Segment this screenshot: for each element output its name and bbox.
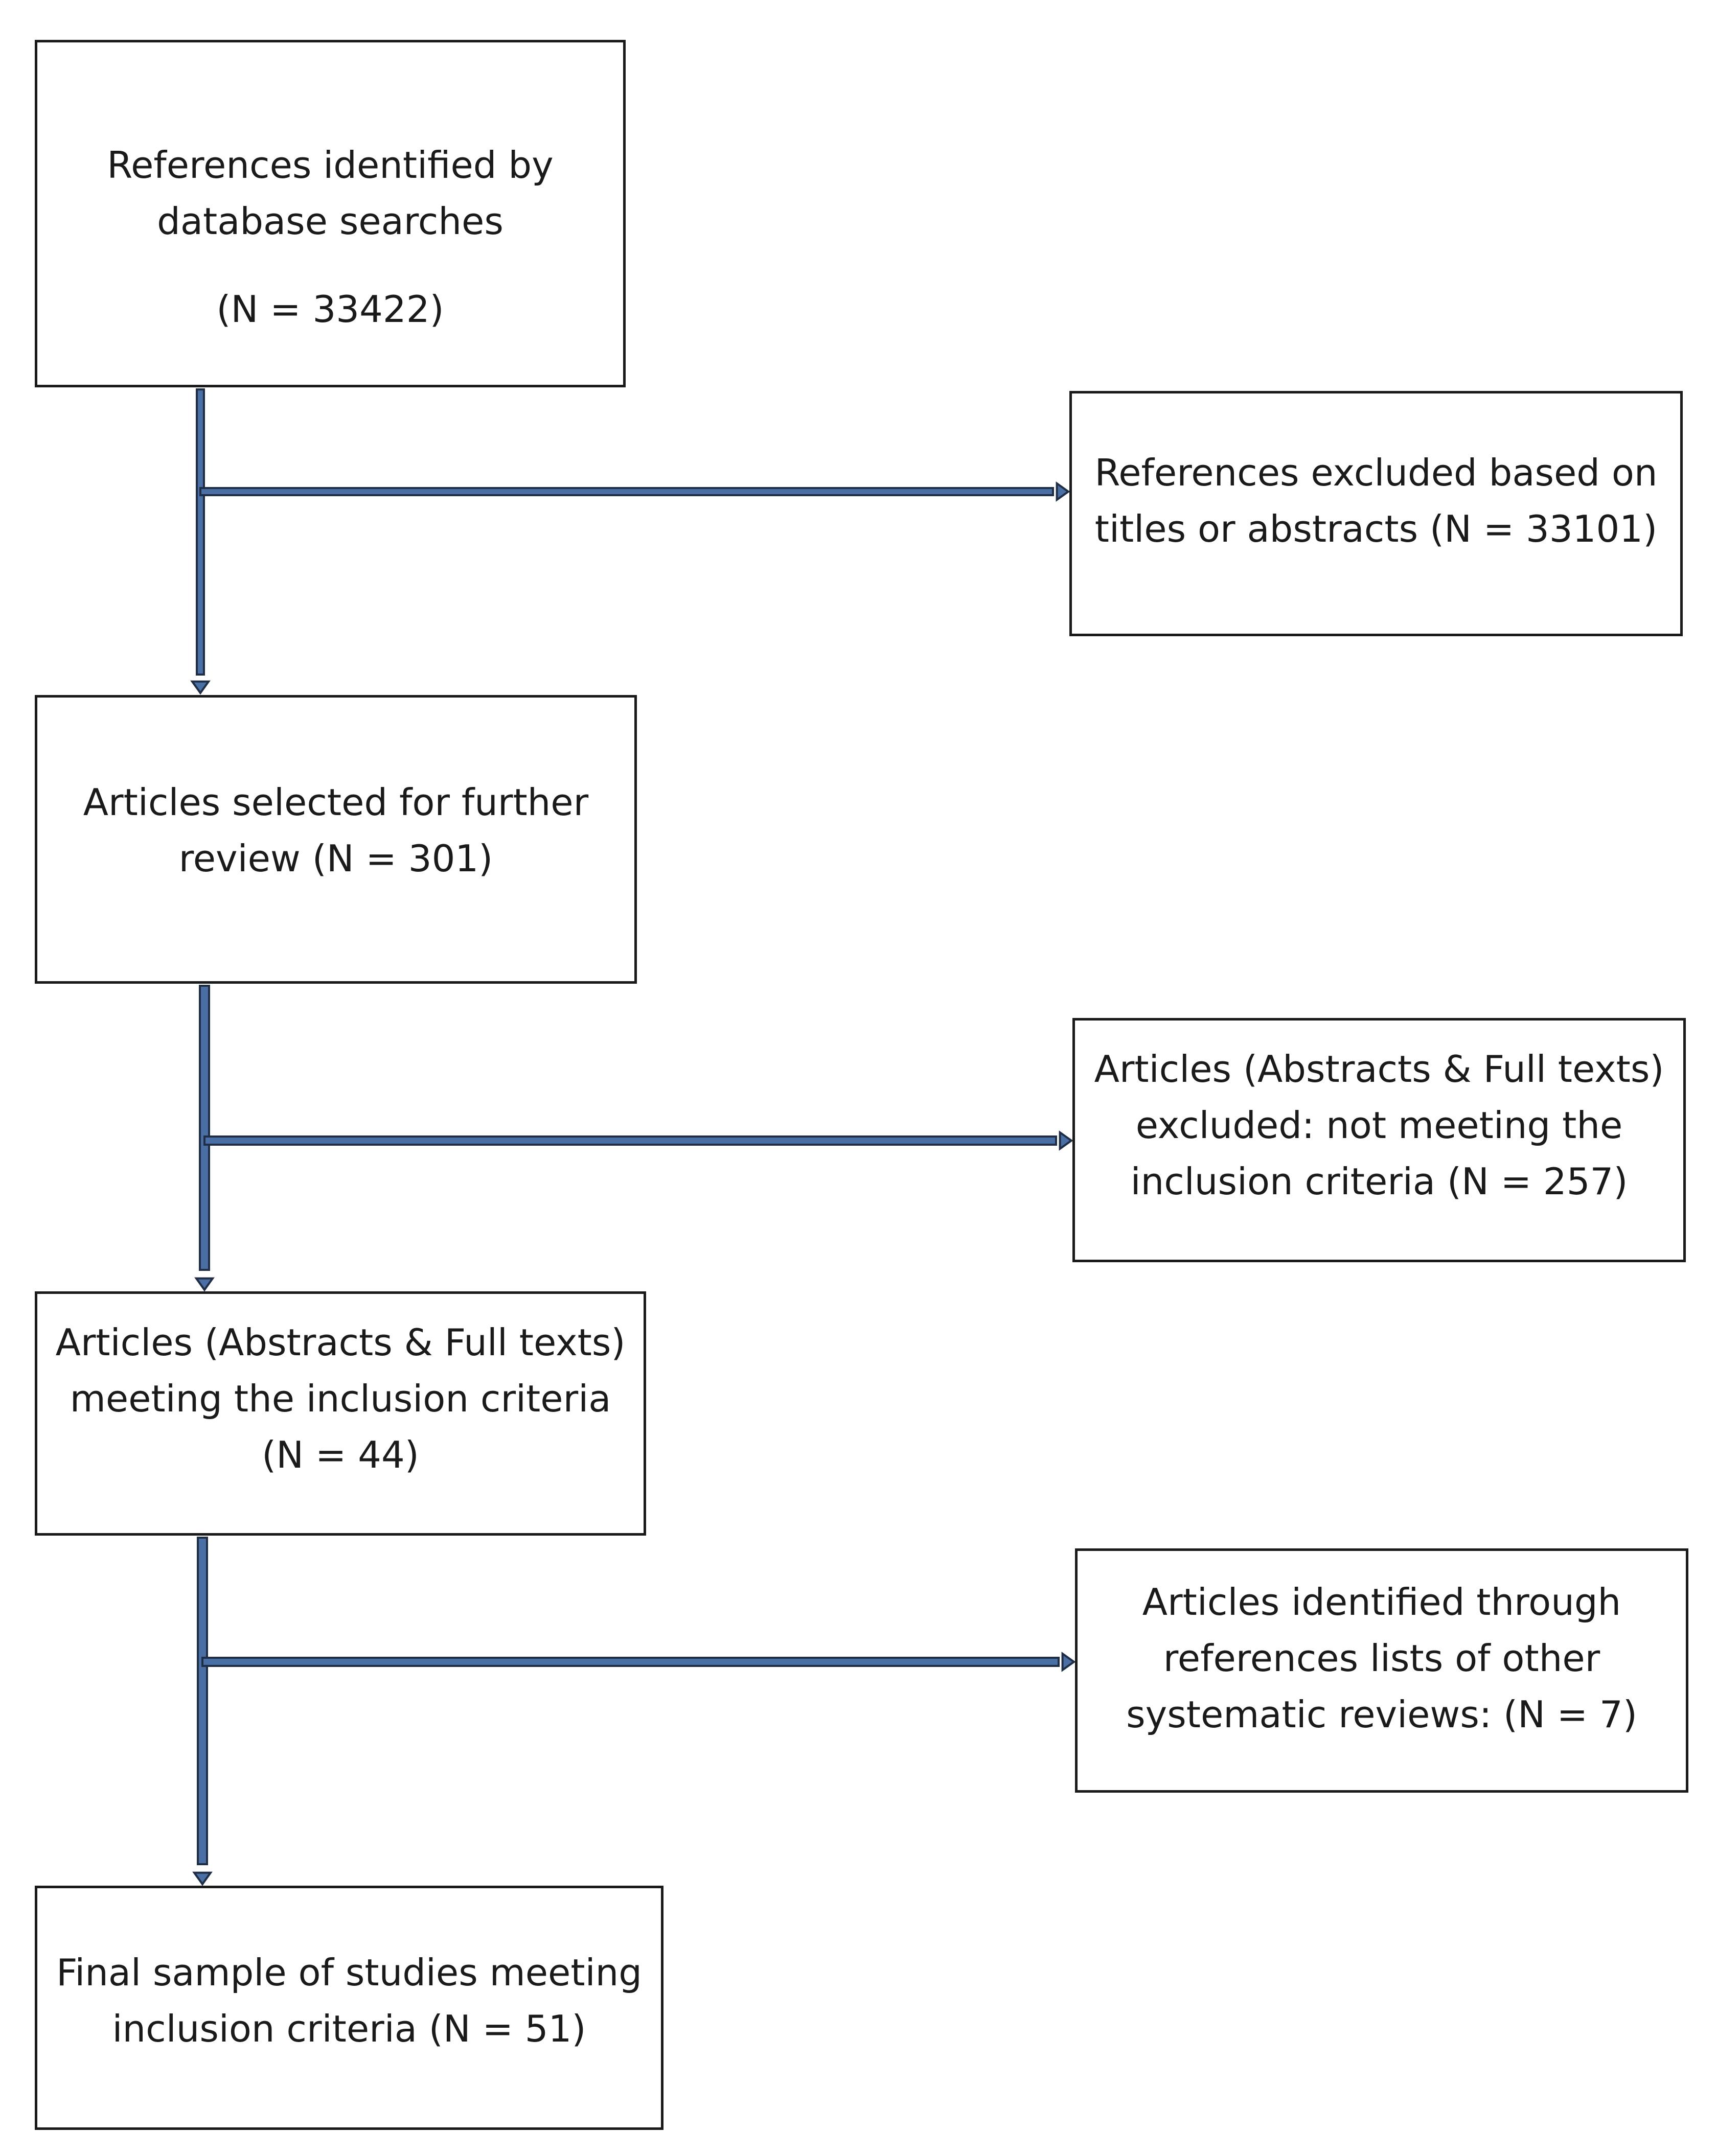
excluded-criteria-box: Articles (Abstracts & Full texts) exclud… [1072,1018,1686,1262]
arrowhead-down-3 [192,1871,213,1886]
meeting-line-2: meeting the inclusion criteria [70,1377,611,1420]
reference-lists-line-2: references lists of other [1163,1637,1600,1680]
reference-lists-box: Articles identified through references l… [1075,1548,1688,1793]
excluded-criteria-line-3: inclusion criteria (N = 257) [1130,1160,1628,1203]
excluded-titles-line-2: titles or abstracts (N = 33101) [1094,507,1658,550]
connector-shaft-3-branch [201,1657,1060,1667]
reference-lists-line-3: systematic reviews: (N = 7) [1126,1693,1637,1736]
search-box-count: (N = 33422) [216,288,444,331]
connector-shaft-2-vertical [199,985,210,1271]
excluded-titles-box: References excluded based on titles or a… [1069,391,1683,636]
arrowhead-right-1 [1056,481,1070,502]
arrowhead-down-1 [190,680,211,695]
arrowhead-down-2 [194,1277,215,1292]
connector-shaft-3-vertical [197,1537,208,1865]
connector-shaft-1-vertical [196,388,205,676]
arrowhead-right-3 [1061,1652,1076,1672]
selected-line-2: review (N = 301) [178,837,493,880]
selected-line-1: Articles selected for further [83,781,589,824]
reference-lists-line-1: Articles identified through [1142,1581,1621,1624]
final-line-1: Final sample of studies meeting [56,1951,642,1994]
connector-shaft-1-branch [199,487,1054,496]
excluded-criteria-line-1: Articles (Abstracts & Full texts) [1094,1048,1664,1091]
excluded-criteria-line-2: excluded: not meeting the [1135,1104,1623,1147]
meeting-line-1: Articles (Abstracts & Full texts) [55,1321,626,1364]
arrowhead-right-2 [1059,1130,1073,1151]
meeting-criteria-box: Articles (Abstracts & Full texts) meetin… [35,1291,646,1536]
final-sample-box: Final sample of studies meeting inclusio… [35,1886,663,2130]
selected-articles-box: Articles selected for further review (N … [35,695,637,984]
connector-shaft-2-branch [203,1135,1057,1146]
final-line-2: inclusion criteria (N = 51) [112,2007,586,2050]
database-search-box: References identified by database search… [35,40,626,387]
search-box-line-1: References identified by [107,144,554,187]
excluded-titles-line-1: References excluded based on [1094,451,1658,494]
search-box-line-2: database searches [157,200,503,243]
meeting-line-3: (N = 44) [262,1433,419,1476]
